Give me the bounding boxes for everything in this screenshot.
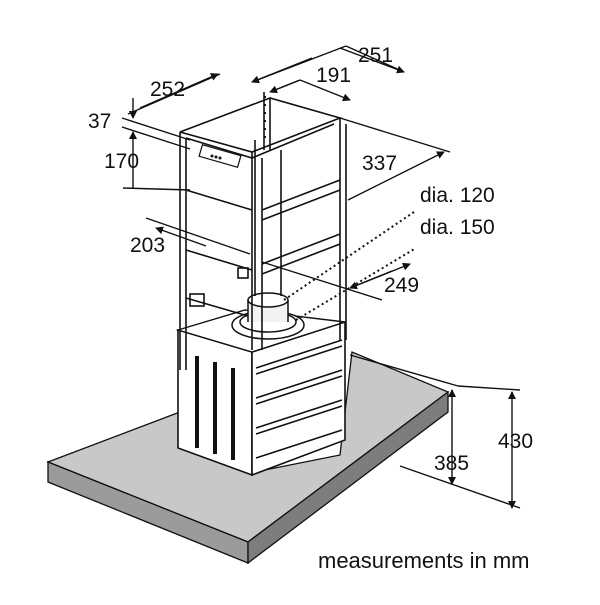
dim-dia150-label: dia. 150: [420, 216, 495, 239]
top-front-panel: [198, 143, 242, 169]
dim-430-label: 430: [498, 430, 533, 453]
dimension-lines: [121, 45, 521, 509]
dim-251-label: 251: [358, 44, 393, 67]
measurement-units-caption: measurements in mm: [318, 548, 530, 573]
dim-249-label: 249: [384, 274, 419, 297]
dim-337-label: 337: [362, 152, 397, 175]
housing-side-bands: [255, 339, 343, 459]
dim-385-label: 385: [434, 452, 469, 475]
dim-37-label: 37: [88, 110, 111, 133]
dimension-labels: 251 191 252 37 170 337 203 dia. 120 dia.…: [88, 44, 533, 475]
housing-front-slots: [195, 356, 235, 460]
dim-191-label: 191: [316, 64, 351, 87]
dim-170-label: 170: [104, 150, 139, 173]
dim-252-label: 252: [150, 78, 185, 101]
motor-housing: [175, 309, 346, 477]
dim-dia120-label: dia. 120: [420, 184, 495, 207]
dim-203-label: 203: [130, 234, 165, 257]
exhaust-duct: [231, 140, 305, 340]
duct-diameter-leaders: [283, 211, 417, 321]
rear-post-holes: [264, 96, 266, 138]
